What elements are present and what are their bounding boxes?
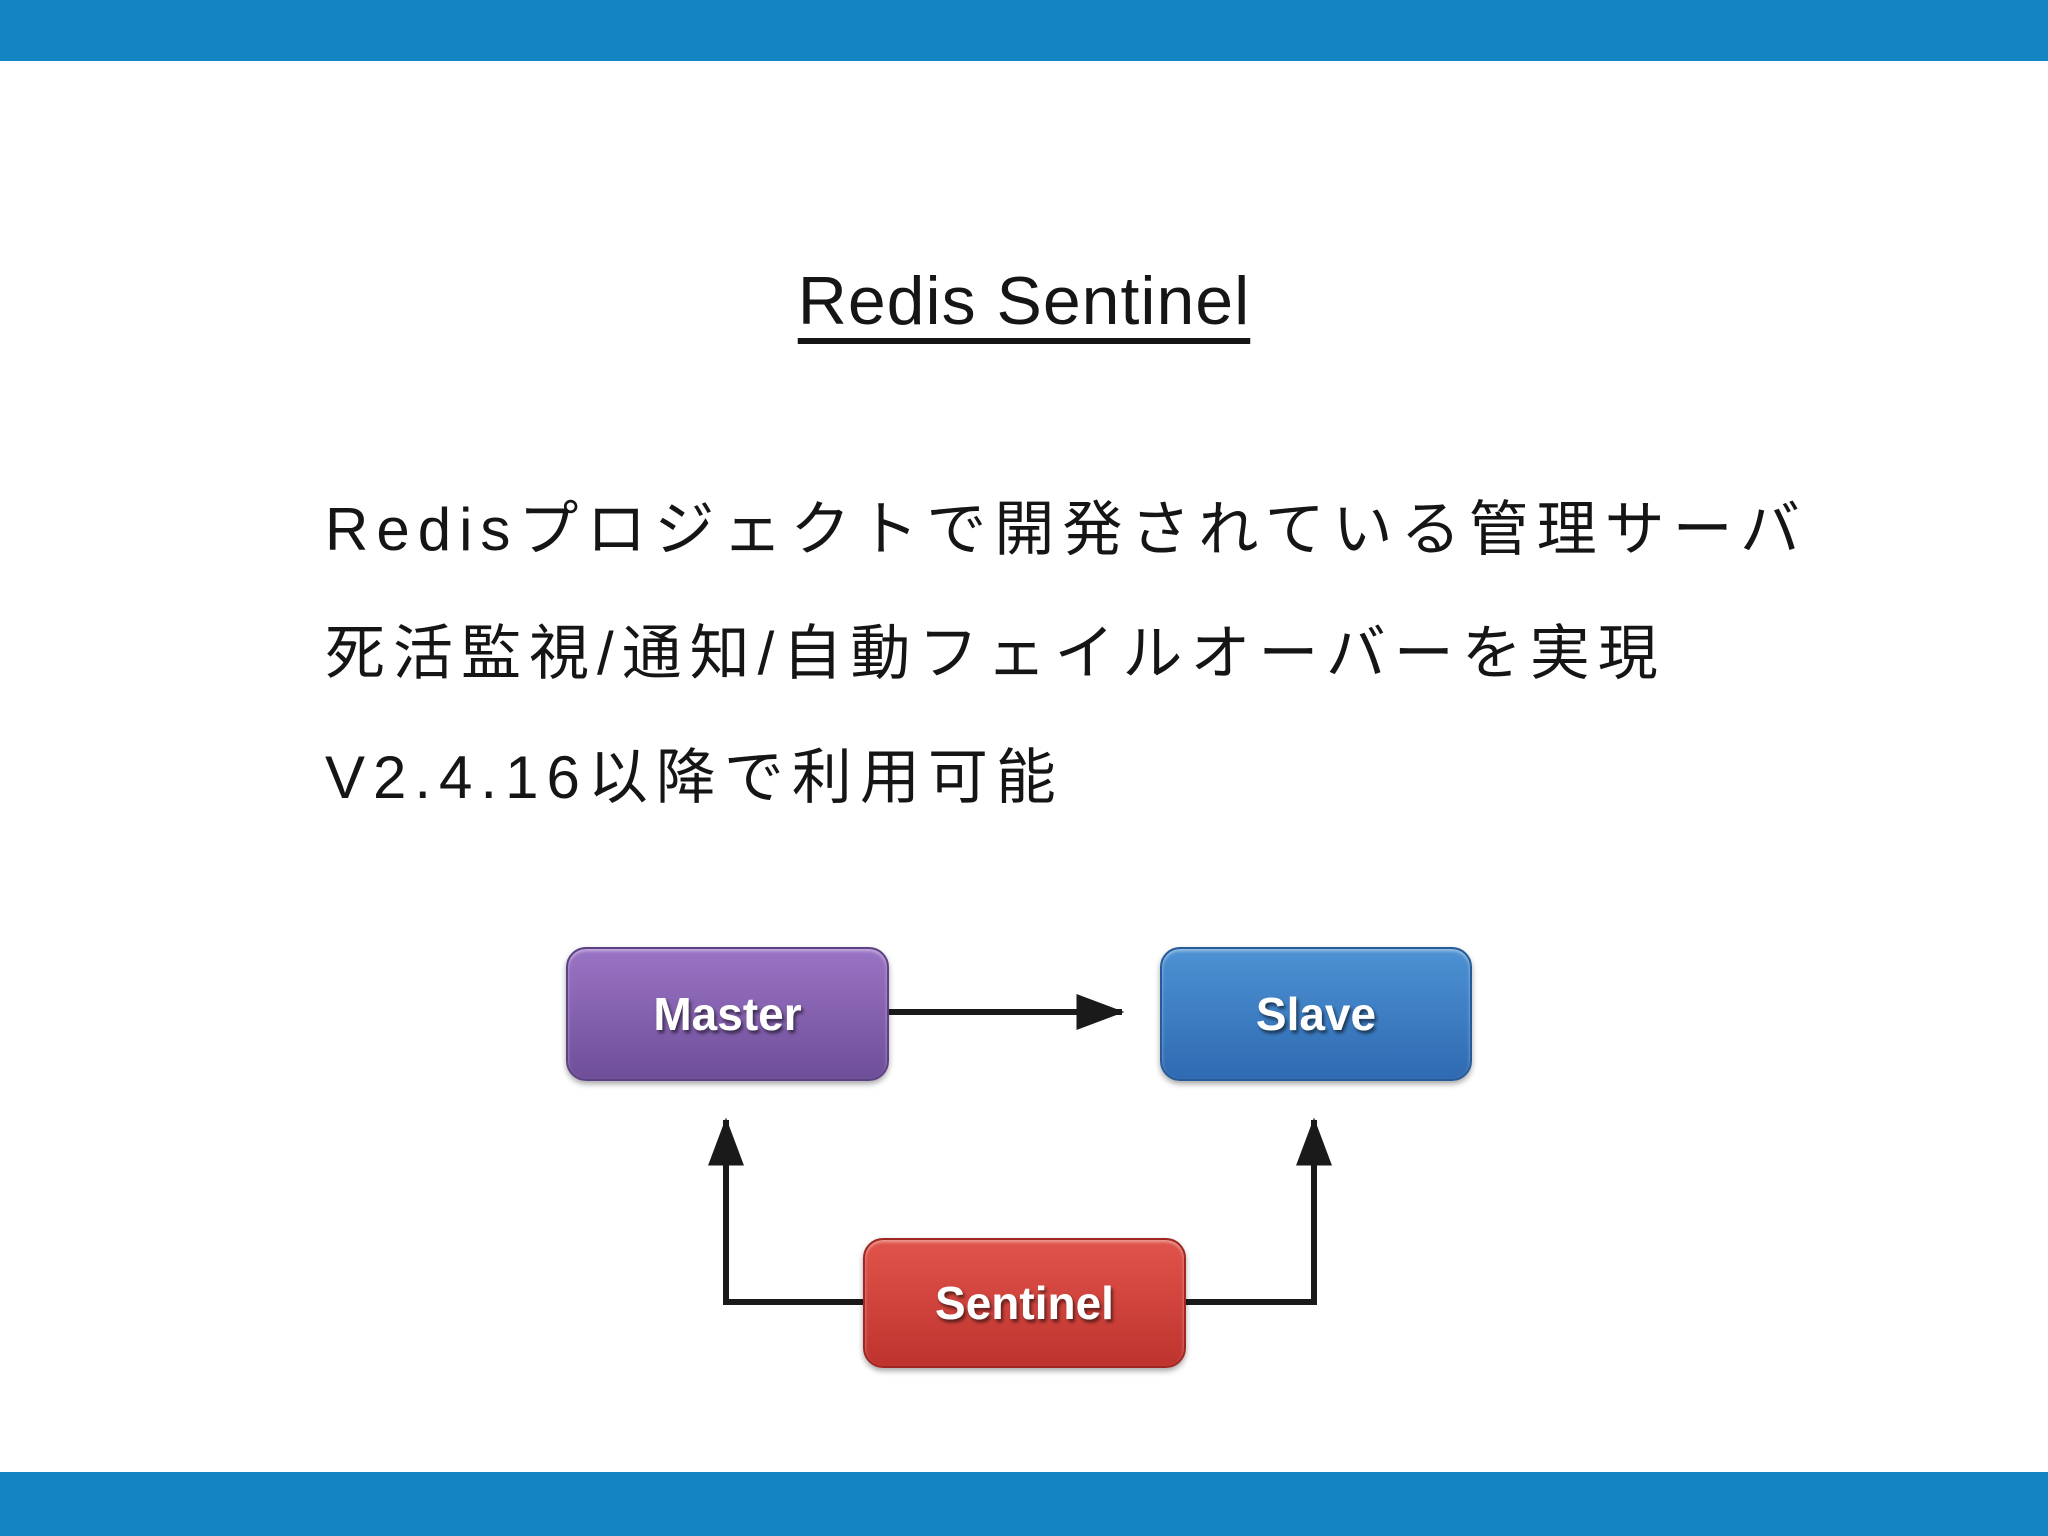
- node-sentinel: Sentinel: [863, 1238, 1186, 1368]
- slide-title: Redis Sentinel: [797, 263, 1251, 339]
- slide-body: Redisプロジェクトで開発されている管理サーバ 死活監視/通知/自動フェイルオ…: [325, 468, 1925, 840]
- node-master: Master: [566, 947, 889, 1081]
- node-master-label: Master: [653, 988, 802, 1040]
- body-line-3: V2.4.16以降で利用可能: [325, 744, 1064, 811]
- node-sentinel-label: Sentinel: [935, 1277, 1114, 1329]
- edge-sentinel-to-master: [708, 1117, 863, 1305]
- edge-sentinel-to-slave: [1182, 1117, 1332, 1305]
- node-slave: Slave: [1160, 947, 1472, 1081]
- bottom-accent-bar: [0, 1472, 2048, 1536]
- body-line-2: 死活監視/通知/自動フェイルオーバーを実現: [325, 620, 1666, 687]
- top-accent-bar: [0, 0, 2048, 61]
- body-line-1: Redisプロジェクトで開発されている管理サーバ: [325, 496, 1808, 563]
- node-slave-label: Slave: [1255, 988, 1377, 1040]
